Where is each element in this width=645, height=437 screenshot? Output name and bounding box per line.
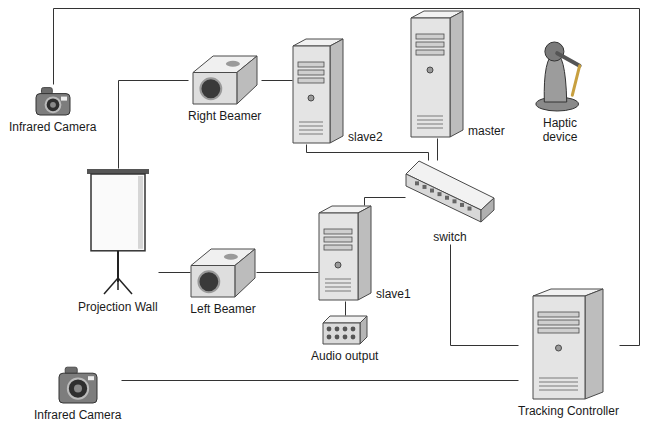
device-label: Infrared Camera: [34, 408, 121, 422]
network-cable: [345, 302, 346, 316]
tower-icon: [292, 38, 344, 144]
network-cable: [437, 139, 438, 161]
device-label: Right Beamer: [188, 109, 261, 123]
server-node: slave2: [292, 38, 383, 144]
server-node: slave1: [318, 205, 411, 301]
projector-node: Right Beamer: [188, 55, 261, 123]
device-label: Tracking Controller: [518, 404, 619, 418]
network-cable: [54, 9, 640, 346]
tower-icon: [532, 288, 604, 400]
tower-icon: [318, 205, 372, 301]
camera-node: Infrared Camera: [34, 360, 121, 422]
network-cable: [119, 81, 189, 169]
device-label: slave1: [376, 287, 411, 301]
audio-icon: [322, 315, 368, 345]
network-cable: [159, 272, 191, 273]
audio-node: Audio output: [311, 315, 378, 363]
projector-node: Left Beamer: [190, 248, 256, 316]
device-label: Audio output: [311, 349, 378, 363]
network-cable: [257, 272, 319, 273]
network-cable: [262, 80, 293, 81]
network-cable: [122, 380, 519, 381]
network-cable: [451, 245, 519, 346]
network-cable: [307, 145, 429, 161]
projector-icon: [192, 55, 258, 105]
device-label: switch: [433, 230, 466, 244]
camera-icon: [58, 360, 98, 404]
device-label: master: [468, 124, 505, 138]
projector-icon: [190, 248, 256, 298]
device-label: Haptic device: [536, 116, 584, 144]
server-node: master: [410, 10, 505, 138]
device-label: Projection Wall: [78, 300, 158, 314]
device-label: Infrared Camera: [9, 120, 96, 134]
tower-icon: [410, 10, 464, 138]
network-cable: [365, 198, 406, 206]
haptic-node: Haptic device: [532, 28, 588, 144]
camera-icon: [35, 84, 71, 116]
server-node: Tracking Controller: [518, 288, 619, 418]
switch-node: switch: [405, 160, 495, 244]
screen-icon: [86, 168, 150, 296]
camera-node: Infrared Camera: [9, 84, 96, 134]
screen-node: Projection Wall: [78, 168, 158, 314]
device-label: slave2: [348, 130, 383, 144]
device-label: Left Beamer: [190, 302, 255, 316]
haptic-icon: [532, 28, 588, 112]
switch-icon: [405, 160, 495, 226]
